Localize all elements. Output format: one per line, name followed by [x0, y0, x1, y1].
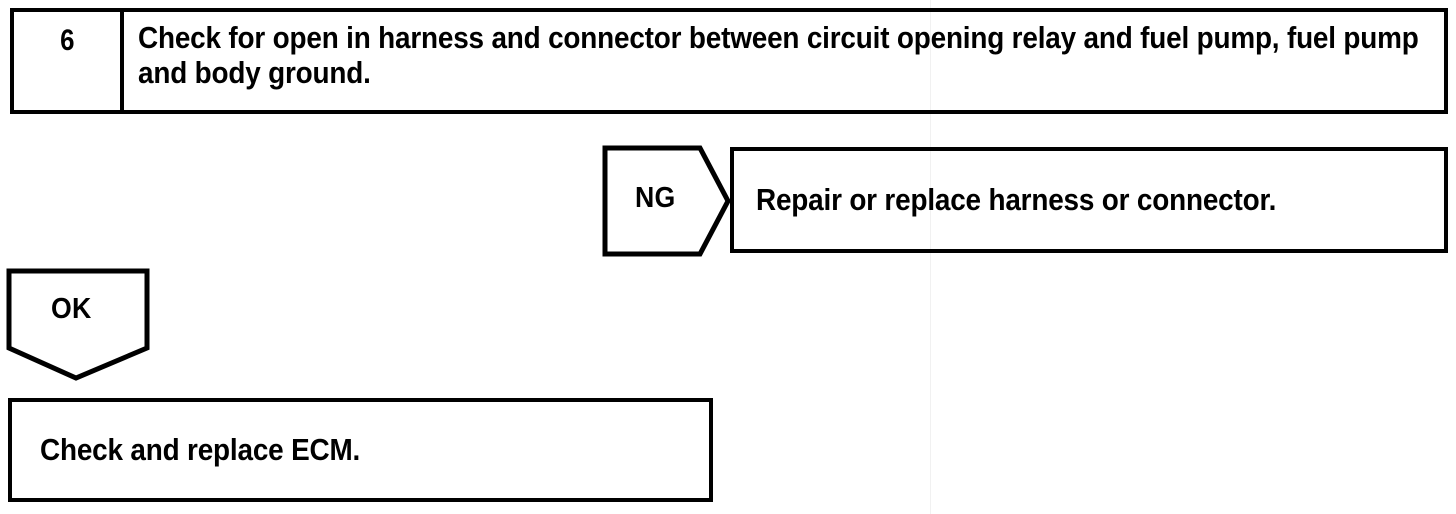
step-instruction-cell: Check for open in harness and connector … — [124, 12, 1444, 110]
step-row: 6 Check for open in harness and connecto… — [10, 8, 1448, 114]
step-instruction-text: Check for open in harness and connector … — [138, 20, 1419, 90]
ng-arrow-pentagon-icon — [602, 145, 731, 257]
ng-branch-arrow: NG — [602, 145, 732, 257]
repair-result-box: Repair or replace harness or connector. — [730, 147, 1448, 253]
ok-arrow-pentagon-icon — [6, 268, 150, 381]
ok-branch-label: OK — [51, 293, 92, 325]
ecm-result-text: Check and replace ECM. — [40, 431, 361, 467]
step-number: 6 — [59, 24, 75, 57]
step-number-cell: 6 — [14, 12, 124, 110]
ok-branch-arrow: OK — [6, 268, 152, 382]
repair-result-text: Repair or replace harness or connector. — [756, 181, 1277, 217]
ng-branch-label: NG — [635, 182, 676, 214]
ecm-result-box: Check and replace ECM. — [8, 398, 713, 502]
